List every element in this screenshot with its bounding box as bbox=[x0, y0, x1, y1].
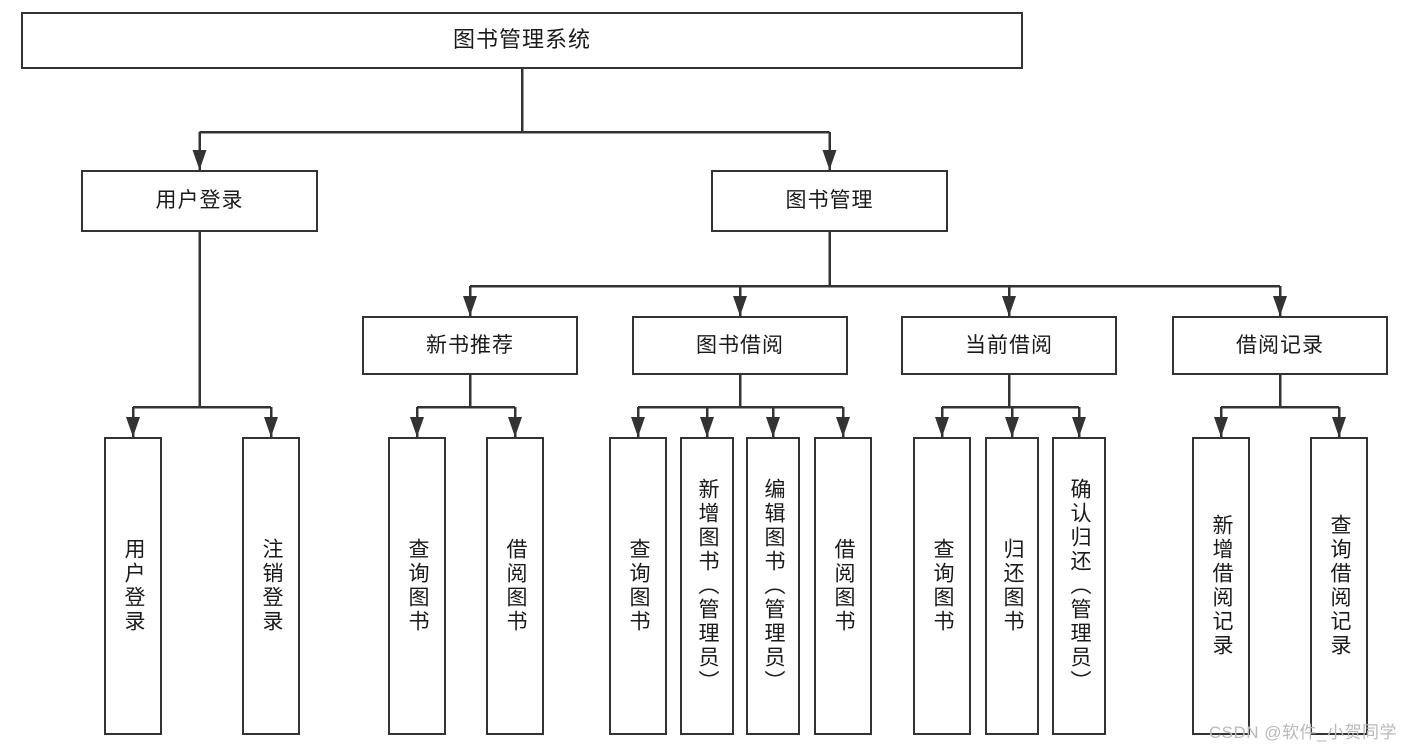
node-label: 当前借阅 bbox=[965, 333, 1053, 357]
node-label: 用户登录 bbox=[122, 538, 146, 634]
node-leaf-borrow-book-2[interactable]: 借阅图书 bbox=[814, 437, 872, 735]
node-label: 借阅图书 bbox=[504, 538, 528, 634]
node-label: 确认归还（管理员） bbox=[1068, 478, 1092, 694]
node-label: 查询图书 bbox=[627, 538, 651, 634]
node-label: 图书管理系统 bbox=[452, 27, 591, 53]
node-label: 借阅记录 bbox=[1236, 333, 1324, 357]
node-label: 新增借阅记录 bbox=[1210, 514, 1234, 658]
node-root[interactable]: 图书管理系统 bbox=[21, 12, 1023, 69]
node-leaf-borrow-book-1[interactable]: 借阅图书 bbox=[486, 437, 544, 735]
node-label: 新书推荐 bbox=[426, 333, 514, 357]
node-book-manage[interactable]: 图书管理 bbox=[711, 170, 948, 232]
node-label: 编辑图书（管理员） bbox=[762, 478, 786, 694]
node-label: 查询图书 bbox=[931, 538, 955, 634]
node-new-book-rec[interactable]: 新书推荐 bbox=[362, 316, 578, 375]
node-borrow-record[interactable]: 借阅记录 bbox=[1172, 316, 1388, 375]
node-label: 查询借阅记录 bbox=[1328, 514, 1352, 658]
node-leaf-query-book-1[interactable]: 查询图书 bbox=[388, 437, 446, 735]
node-label: 查询图书 bbox=[406, 538, 430, 634]
node-label: 新增图书（管理员） bbox=[696, 478, 720, 694]
node-leaf-user-login[interactable]: 用户登录 bbox=[104, 437, 162, 735]
node-label: 用户登录 bbox=[155, 189, 244, 213]
node-leaf-query-book-3[interactable]: 查询图书 bbox=[913, 437, 971, 735]
node-current-borrow[interactable]: 当前借阅 bbox=[901, 316, 1117, 375]
node-label: 图书借阅 bbox=[696, 333, 784, 357]
node-leaf-confirm-return[interactable]: 确认归还（管理员） bbox=[1052, 437, 1106, 735]
node-leaf-add-record[interactable]: 新增借阅记录 bbox=[1192, 437, 1250, 735]
node-leaf-logout[interactable]: 注销登录 bbox=[242, 437, 300, 735]
node-user-login[interactable]: 用户登录 bbox=[81, 170, 318, 232]
node-label: 注销登录 bbox=[260, 538, 284, 634]
node-book-borrow[interactable]: 图书借阅 bbox=[632, 316, 848, 375]
node-leaf-return-book[interactable]: 归还图书 bbox=[985, 437, 1039, 735]
node-label: 图书管理 bbox=[785, 189, 874, 213]
node-leaf-query-record[interactable]: 查询借阅记录 bbox=[1310, 437, 1368, 735]
watermark: CSDN @软件_小贺同学 bbox=[1208, 723, 1397, 742]
node-label: 借阅图书 bbox=[832, 538, 856, 634]
node-leaf-edit-book[interactable]: 编辑图书（管理员） bbox=[746, 437, 800, 735]
node-label: 归还图书 bbox=[1001, 538, 1025, 634]
node-leaf-add-book[interactable]: 新增图书（管理员） bbox=[680, 437, 734, 735]
node-leaf-query-book-2[interactable]: 查询图书 bbox=[609, 437, 667, 735]
